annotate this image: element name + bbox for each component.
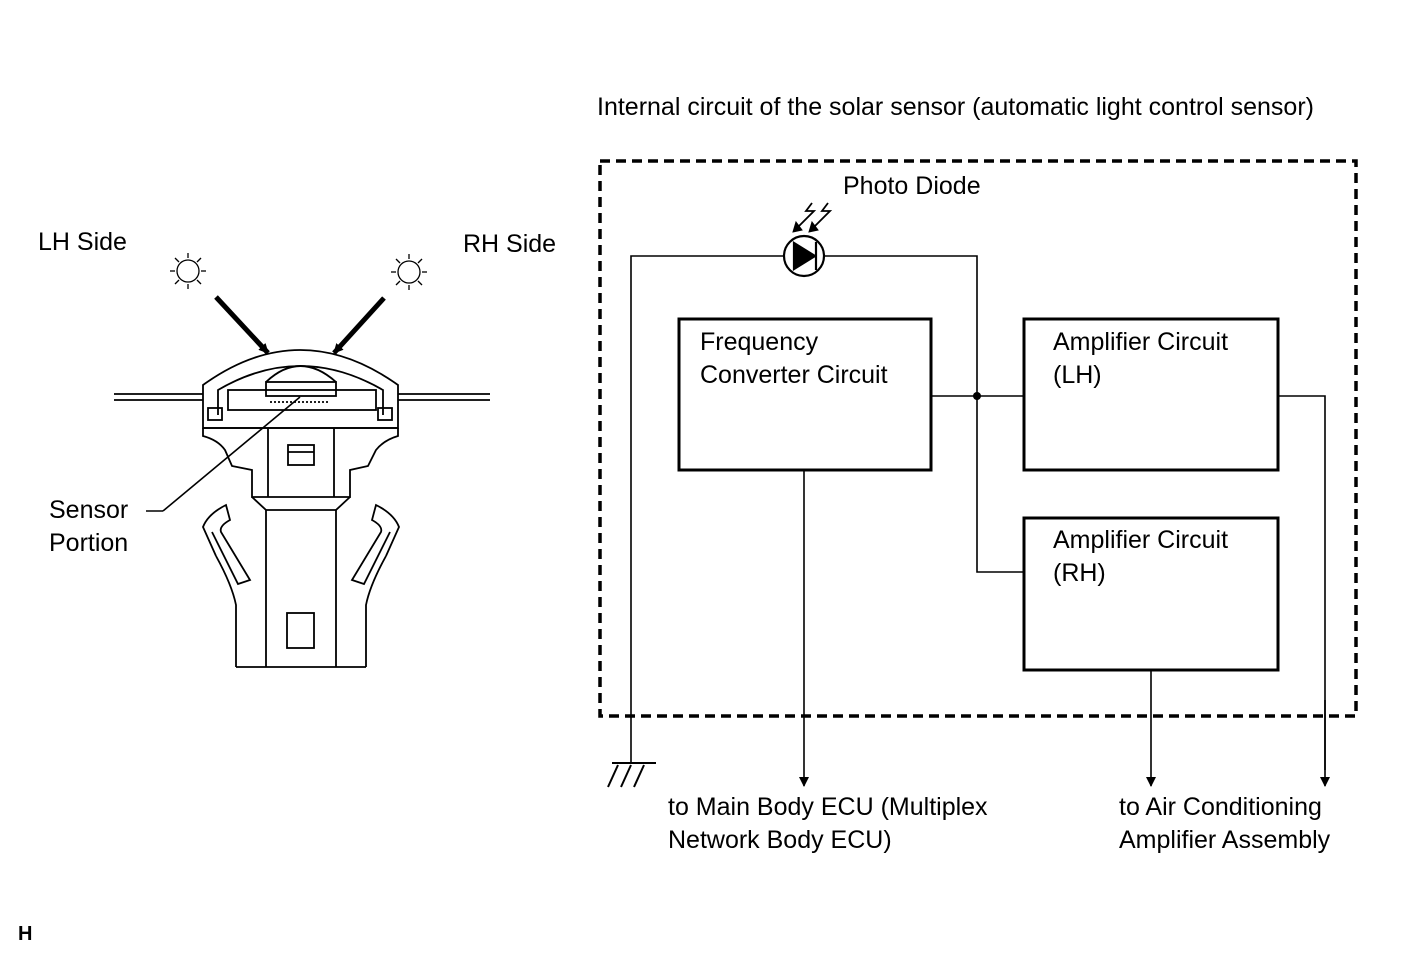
wire-junction-dot [973,392,981,400]
amplifier-lh-label-line2: (LH) [1053,361,1102,389]
amplifier-rh-label-line2: (RH) [1053,559,1106,587]
amplifier-rh-box [1022,516,1280,672]
frequency-converter-label-line2: Converter Circuit [700,361,888,389]
light-arrow-lh [214,295,270,355]
sun-icon-rh [391,254,427,290]
ac-output-label-line1: to Air Conditioning [1119,793,1322,821]
ecu-output-label-line2: Network Body ECU) [668,826,892,854]
frequency-converter-label-line1: Frequency [700,328,819,356]
solar-sensor-illustration [114,349,490,668]
sensor-portion-label-line2: Portion [49,529,129,557]
light-arrow-rh [332,296,386,355]
amplifier-rh-label-line1: Amplifier Circuit [1053,526,1229,554]
lh-side-label: LH Side [38,228,127,256]
ground-icon [607,762,656,788]
circuit-wires [630,255,1326,770]
photo-diode-label: Photo Diode [843,172,981,200]
sensor-portion-label-line1: Sensor [49,496,129,524]
frequency-converter-box [677,317,933,472]
figure-code: H [18,923,33,945]
sun-icon-lh [170,253,206,289]
ecu-output-label-line1: to Main Body ECU (Multiplex [668,793,988,821]
photo-diode-icon [782,202,833,278]
sensor-boundary-dashed [598,159,1358,718]
ac-output-label-line2: Amplifier Assembly [1119,826,1331,854]
amplifier-lh-label-line1: Amplifier Circuit [1053,328,1229,356]
rh-side-label: RH Side [463,230,557,258]
amplifier-lh-box [1022,317,1280,472]
diagram-title: Internal circuit of the solar sensor (au… [597,93,1314,121]
sensor-portion-leader-diag [162,396,301,512]
